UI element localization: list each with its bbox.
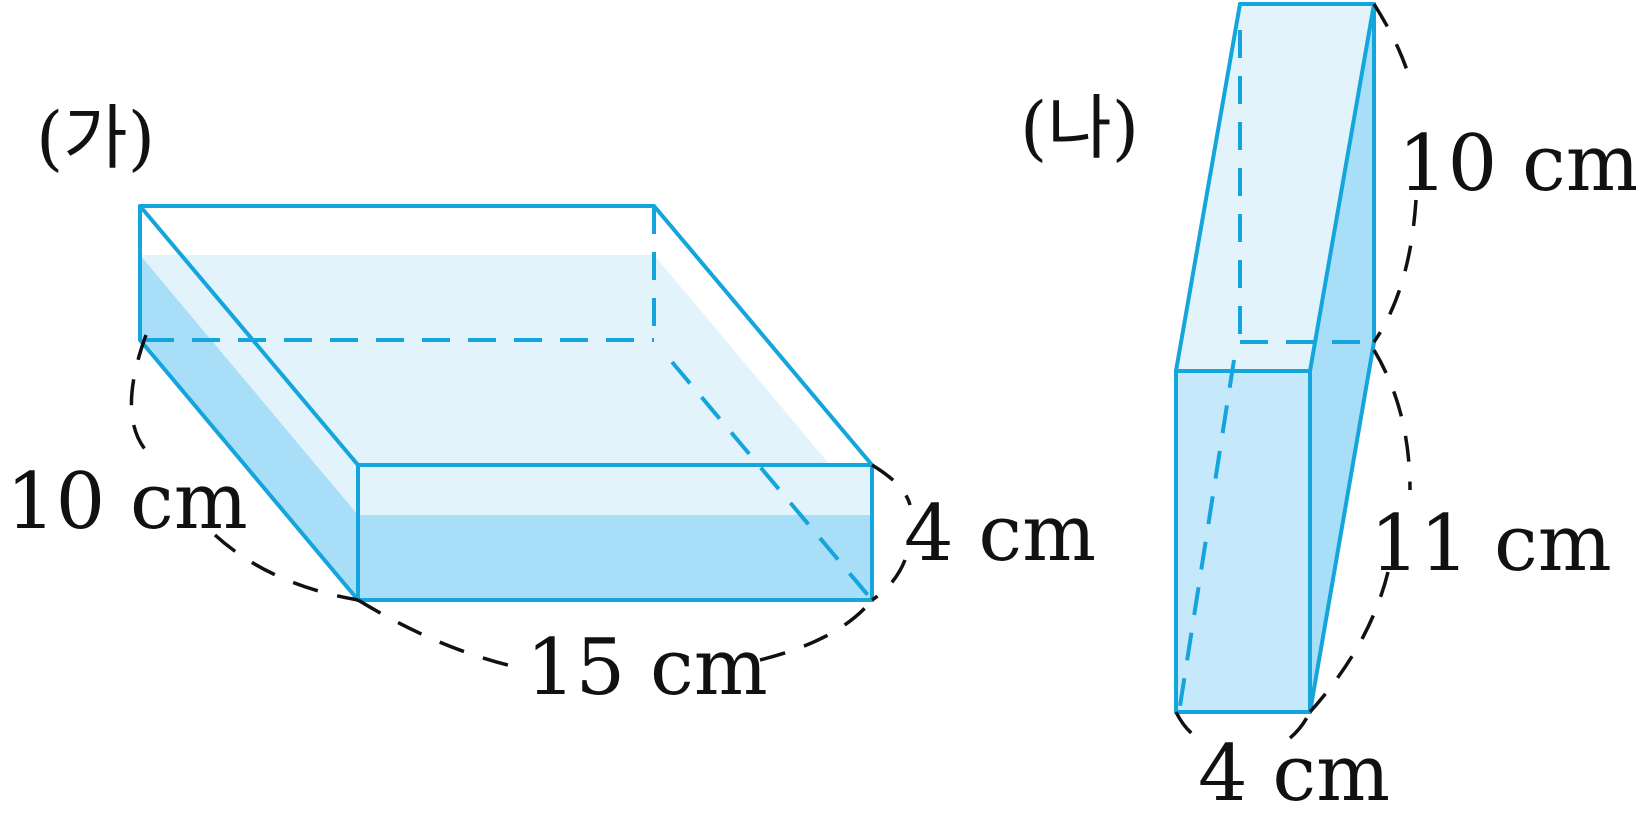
box-b-height-label: 11 cm <box>1370 499 1612 589</box>
figure-b-label: (나) <box>1020 87 1139 169</box>
box-b-right-slant-lower <box>1308 340 1376 714</box>
box-b <box>1174 2 1376 714</box>
box-a <box>138 204 874 602</box>
box-b-depth-arc <box>1372 3 1418 343</box>
box-b-right-slant-upper <box>1308 2 1376 373</box>
box-a-front-upper <box>358 465 872 515</box>
box-a-hidden-right-bottom <box>670 360 874 602</box>
box-a-depth-label: 10 cm <box>6 457 248 547</box>
box-b-front-face <box>1176 371 1310 712</box>
box-a-water-top <box>140 255 872 515</box>
box-a-height-label: 4 cm <box>904 489 1096 579</box>
figure-a-label: (가) <box>36 97 155 179</box>
box-a-depth-arc <box>129 334 359 602</box>
box-a-water-front <box>358 515 872 600</box>
box-a-height-arc <box>871 463 912 602</box>
box-a-width-arc <box>357 598 874 670</box>
box-a-width-label: 15 cm <box>526 623 768 713</box>
box-b-right-side <box>1310 4 1374 712</box>
box-b-width-label: 4 cm <box>1198 729 1390 819</box>
box-b-hidden-bottom-slant <box>1178 359 1236 707</box>
box-b-height-arc <box>1308 349 1412 714</box>
box-b-width-arc <box>1174 711 1312 740</box>
box-a-left-bottom <box>138 338 360 602</box>
box-b-front-rect <box>1174 369 1312 714</box>
box-b-left-slant <box>1174 2 1242 373</box>
box-b-depth-label: 10 cm <box>1398 119 1636 209</box>
